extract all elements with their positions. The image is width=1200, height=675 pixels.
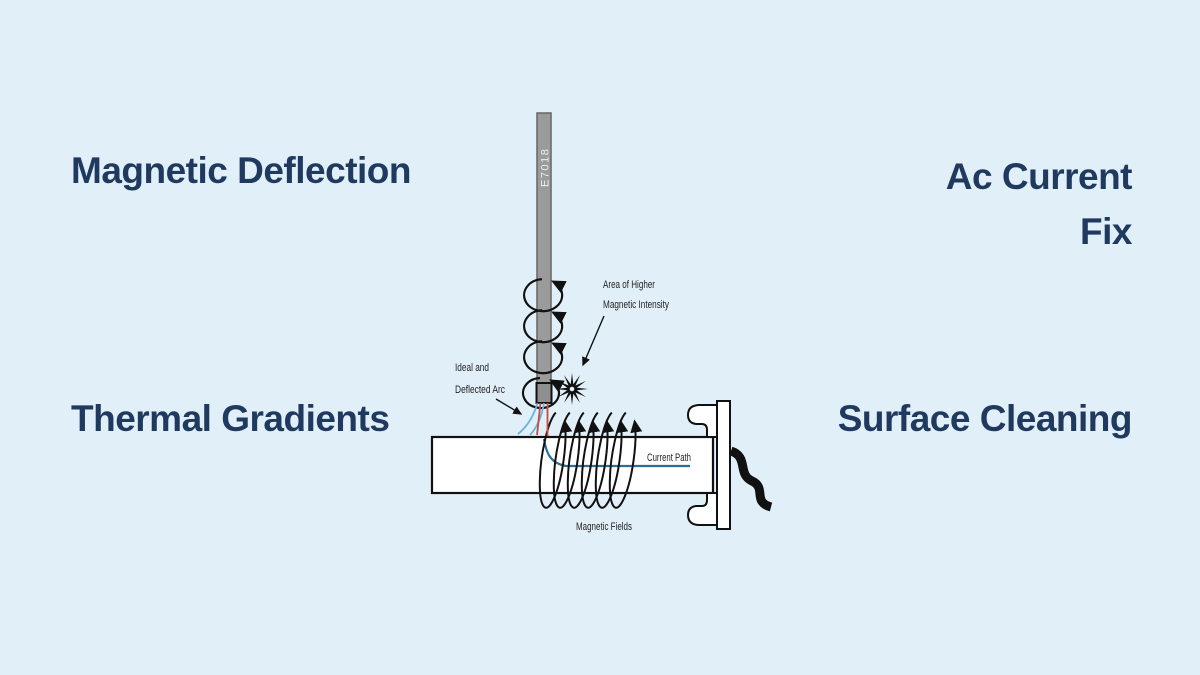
ideal-arc-label-line1: Ideal and: [455, 362, 489, 374]
area-of-higher-label-line1: Area of Higher: [603, 279, 655, 291]
field-coil: [538, 411, 573, 509]
magnetic-fields-label: Magnetic Fields: [576, 521, 632, 533]
electrode-code-label: E7018: [540, 148, 552, 187]
label-ac-current-line2: Fix: [1080, 211, 1132, 252]
field-coil: [608, 411, 643, 509]
deflected-arc-line: [517, 402, 539, 435]
arc-lines: [517, 402, 549, 436]
label-surface-cleaning: Surface Cleaning: [837, 398, 1133, 439]
ideal-arc-label-line2: Deflected Arc: [455, 384, 505, 396]
plate-magnetic-field-coils: [538, 411, 643, 509]
field-coil: [566, 411, 601, 509]
electrode-tip: [535, 382, 553, 404]
area-of-higher-arrow: [582, 315, 605, 367]
label-thermal-gradients: Thermal Gradients: [71, 398, 390, 439]
clamp-bottom-jaw: [686, 492, 719, 526]
label-ac-current-fix: Ac Current Fix: [945, 149, 1133, 259]
starburst-center: [569, 386, 575, 392]
current-path-label: Current Path: [647, 452, 691, 464]
arc-blow-diagram: E7018 Area of Higher Magnetic Intensity …: [430, 112, 773, 533]
label-magnetic-deflection: Magnetic Deflection: [71, 150, 412, 191]
ideal-arc-line: [536, 402, 542, 436]
field-coil: [580, 411, 615, 509]
clamp-backbone: [716, 400, 731, 530]
field-coil: [594, 411, 629, 509]
ground-cable: [729, 446, 773, 512]
electrode-loop: [523, 340, 567, 375]
ground-clamp: [686, 400, 773, 530]
field-coil: [552, 411, 587, 509]
area-of-higher-label-line2: Magnetic Intensity: [603, 299, 669, 311]
label-ac-current-line1: Ac Current: [945, 156, 1133, 197]
clamp-top-jaw: [686, 404, 719, 438]
ideal-arc-arrow: [495, 398, 523, 415]
